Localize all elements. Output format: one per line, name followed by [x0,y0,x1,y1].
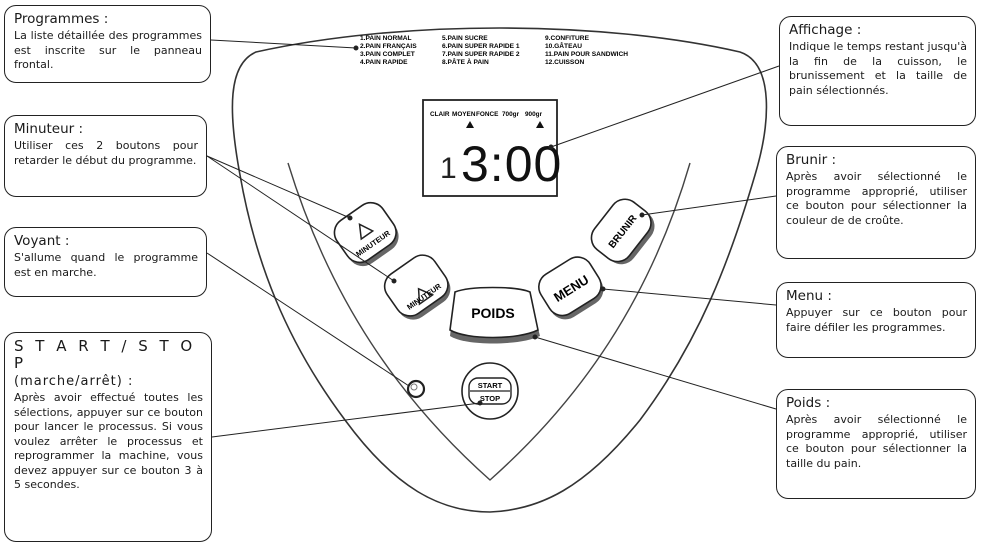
callout-programmes: Programmes : La liste détaillée des prog… [4,5,211,83]
lcd-label-900gr: 900gr [525,111,543,118]
lcd-label-clair: CLAIR [430,111,450,118]
callout-title: Minuteur : [14,121,84,137]
callout-startstop: S T A R T / S T O P (marche/arrêt) : Apr… [4,332,212,542]
callout-text: Indique le temps restant jusqu'à la fin … [789,40,967,97]
leader-line-affichage [550,65,780,148]
lcd-display [422,99,558,197]
callout-text: La liste détaillée des programmes est in… [14,29,202,71]
program-label: 1.PAIN NORMAL [360,35,412,42]
callout-title: Affichage : [789,22,862,38]
callout-text: Après avoir effectué toutes les sélectio… [14,391,203,491]
callout-text: Après avoir sélectionné le programme app… [786,413,967,470]
program-label: 3.PAIN COMPLET [360,51,415,58]
callout-menu: Menu : Appuyer sur ce bouton pour faire … [776,282,976,358]
leader-line-brunir [641,195,777,216]
callout-affichage: Affichage : Indique le temps restant jus… [779,16,976,126]
minuteur-up-button[interactable]: MINUTEUR [329,197,405,273]
start-label: START [478,381,503,390]
triangle-outline-icon [417,287,435,306]
program-label: 7.PAIN SUPER RAPIDE 2 [442,51,520,58]
program-label: 10.GÂTEAU [545,41,582,50]
callout-brunir: Brunir : Après avoir sélectionné le prog… [776,146,976,259]
program-label: 2.PAIN FRANÇAIS [360,43,417,50]
leader-line-programmes [210,39,357,49]
program-label: 5.PAIN SUCRE [442,35,488,42]
leader-line-voyant [206,252,410,387]
brunir-button[interactable]: BRUNIR [585,193,661,270]
callout-poids: Poids : Après avoir sélectionné le progr… [776,389,976,499]
voyant-light [406,379,426,399]
stop-label: STOP [480,394,500,403]
callout-text: S'allume quand le programme est en march… [14,251,198,279]
lcd-time: 3:00 [461,136,562,192]
lcd-label-moyen: MOYEN [452,111,476,118]
lcd-arrow-icon [466,121,474,128]
poids-button[interactable]: POIDS [449,286,540,344]
triangle-up-icon [358,223,375,241]
lcd-indicator-labels: CLAIR MOYEN FONCE 700gr 900gr [430,111,543,118]
lcd-label-700gr: 700gr [502,111,520,118]
callout-title: Menu : [786,288,832,304]
program-label: 4.PAIN RAPIDE [360,59,408,66]
menu-button[interactable]: MENU [533,251,609,325]
leader-line-poids [534,336,777,410]
callout-text: Appuyer sur ce bouton pour faire défiler… [786,306,967,334]
program-list: 1.PAIN NORMAL 2.PAIN FRANÇAIS 3.PAIN COM… [360,35,628,66]
callout-minuteur: Minuteur : Utiliser ces 2 boutons pour r… [4,115,207,197]
lcd-program-number: 1 [440,152,457,185]
minuteur-down-button[interactable]: MINUTEUR [379,249,457,326]
leader-line-menu [602,288,777,306]
leader-line-minuteur [206,155,351,219]
program-label: 8.PÂTE À PAIN [442,57,489,66]
callout-title: Programmes : [14,11,109,27]
callout-text: Après avoir sélectionné le programme app… [786,170,967,227]
callout-text: Utiliser ces 2 boutons pour retarder le … [14,139,198,167]
lcd-label-fonce: FONCE [476,111,499,118]
start-stop-button[interactable]: START STOP [461,362,519,420]
callout-title: S T A R T / S T O P [14,337,196,372]
callout-title: Voyant : [14,233,70,249]
callout-title: Poids : [786,395,831,411]
callout-title: Brunir : [786,152,837,168]
callout-subtitle: (marche/arrêt) : [14,374,134,389]
program-label: 12.CUISSON [545,59,584,66]
lcd-arrow-icon [536,121,544,128]
callout-voyant: Voyant : S'allume quand le programme est… [4,227,207,297]
program-label: 9.CONFITURE [545,35,590,42]
leader-line-startstop [211,402,481,438]
panel-outline [231,27,768,513]
leader-lines [206,39,780,438]
panel-inner-arc [287,162,691,481]
program-label: 6.PAIN SUPER RAPIDE 1 [442,43,520,50]
poids-label: POIDS [471,305,515,321]
program-label: 11.PAIN POUR SANDWICH [545,51,628,58]
leader-line-minuteur [206,155,395,282]
